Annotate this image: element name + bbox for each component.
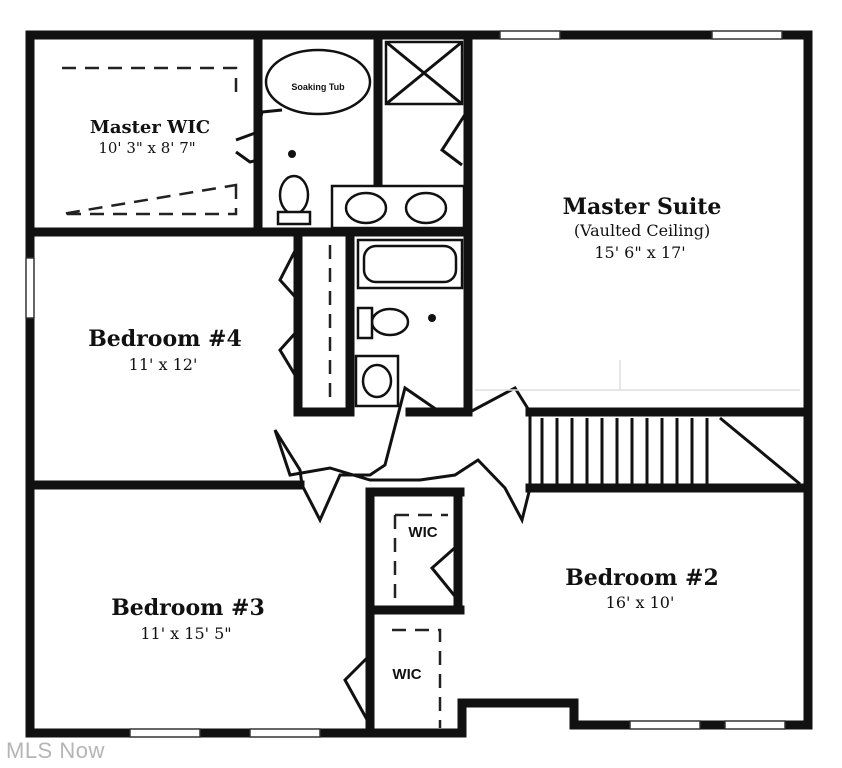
windows [25,30,786,738]
sink-icon [361,363,393,399]
watermark: MLS Now [6,738,105,763]
room-name-bedroom-2: Bedroom #2 [565,565,719,591]
room-dims-bedroom-3: 11' x 15' 5" [140,624,231,643]
room-dims-bedroom-4: 11' x 12' [129,355,198,374]
room-dims-master-suite: 15' 6" x 17' [594,243,685,262]
hall-doors [273,385,532,525]
interior-walls [25,30,813,738]
room-note-master-suite: (Vaulted Ceiling) [574,221,710,240]
room-name-bedroom-3: Bedroom #3 [111,595,265,621]
room-name-master-wic: Master WIC [90,117,210,138]
sink-icon [344,191,388,225]
wic-shelving [393,513,448,600]
wic-shelving [392,628,442,728]
toilet-icon [278,174,310,216]
wic-shelving [61,66,238,216]
room-name-bedroom-4: Bedroom #4 [88,326,242,352]
closet-doors [278,244,300,381]
soaking-tub [264,48,372,116]
staircase [540,416,801,486]
hall-bath [354,238,464,408]
wic-label-lower: WIC [392,666,421,683]
room-name-master-suite: Master Suite [563,194,722,220]
soaking-tub-label: Soaking Tub [291,82,345,92]
room-dims-bedroom-2: 16' x 10' [606,593,675,612]
room-dims-master-wic: 10' 3" x 8' 7" [98,139,195,157]
wic-label-upper: WIC [408,524,437,541]
master-bath: Soaking Tub [235,40,470,230]
sink-icon [404,191,448,225]
toilet-icon [370,307,410,337]
